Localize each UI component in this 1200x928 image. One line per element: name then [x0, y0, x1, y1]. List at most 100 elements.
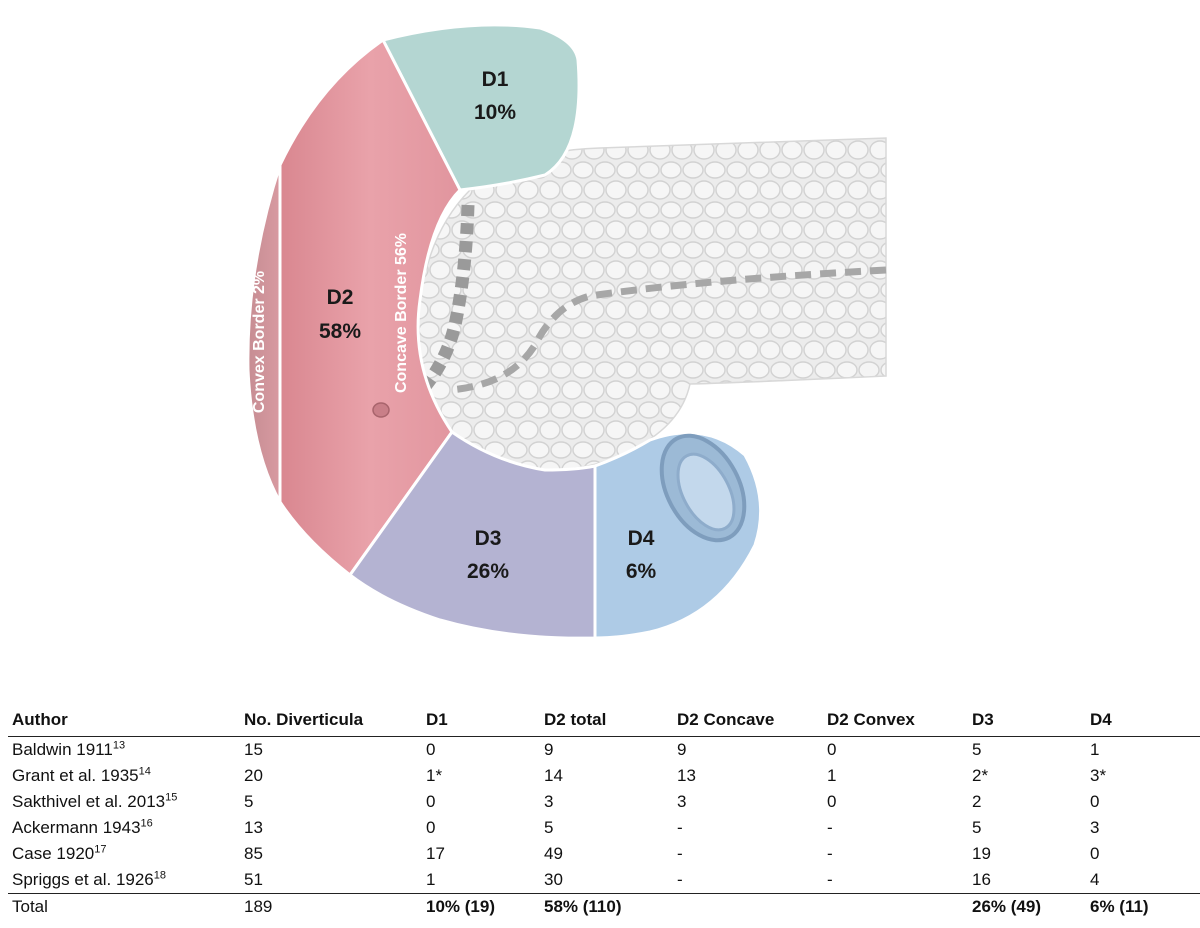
table-cell: 5	[972, 818, 982, 837]
table-cell: -	[677, 870, 683, 889]
table-cell: 20	[244, 766, 263, 785]
column-header: D4	[1086, 706, 1200, 737]
total-cell: 26% (49)	[968, 893, 1086, 920]
table-cell: 17	[426, 844, 445, 863]
table-cell: -	[827, 870, 833, 889]
author-cell: Case 192017	[8, 841, 240, 867]
table-cell: 1*	[426, 766, 443, 785]
table-cell: 0	[1090, 844, 1100, 863]
table-cell: 0	[827, 792, 837, 811]
total-cell: 189	[240, 893, 422, 920]
column-header: No. Diverticula	[240, 706, 422, 737]
table-cell: 3	[1090, 818, 1100, 837]
d2-percent-label: 58%	[319, 320, 361, 343]
table-cell: 85	[244, 844, 263, 863]
table-cell: 1	[827, 766, 837, 785]
table-cell: -	[827, 844, 833, 863]
reference-number: 13	[112, 739, 126, 752]
table-cell: 0	[426, 740, 436, 759]
author-name: Spriggs et al. 1926	[12, 870, 154, 889]
table-cell: 3*	[1090, 766, 1107, 785]
table-cell: 0	[426, 792, 436, 811]
column-header: D3	[968, 706, 1086, 737]
d2-convex-border	[246, 164, 282, 508]
author-name: Case 1920	[12, 844, 95, 863]
table-cell: 2	[972, 792, 982, 811]
column-header: Author	[8, 706, 240, 737]
table-cell: 51	[244, 870, 263, 889]
author-name: Baldwin 1911	[12, 740, 113, 759]
bile-duct	[417, 204, 475, 395]
table-cell: 14	[544, 766, 563, 785]
author-name: Grant et al. 1935	[12, 766, 139, 785]
table-cell: 3	[677, 792, 687, 811]
table-cell: 9	[544, 740, 554, 759]
duodenum-diagram: D1 10% D2 58% D3 26% D4 6% Convex Border…	[246, 23, 887, 640]
reference-number: 16	[140, 817, 153, 830]
column-header: D2 Concave	[673, 706, 823, 737]
total-cell: 10% (19)	[422, 893, 540, 920]
table-cell: 9	[677, 740, 687, 759]
reference-number: 17	[94, 843, 107, 856]
table-cell: 15	[244, 740, 263, 759]
table-cell: -	[677, 844, 683, 863]
d4-name-label: D4	[628, 527, 655, 550]
total-label: Total	[8, 893, 240, 920]
table-cell: 3	[544, 792, 554, 811]
table-cell: 30	[544, 870, 563, 889]
author-name: Sakthivel et al. 2013	[12, 792, 166, 811]
concave-border-label: Concave Border 56%	[393, 233, 410, 393]
table-cell: 1	[1090, 740, 1100, 759]
table-cell: 49	[544, 844, 563, 863]
table-cell: -	[827, 818, 833, 837]
d3-percent-label: 26%	[467, 560, 509, 583]
table-cell: 13	[677, 766, 696, 785]
d4-percent-label: 6%	[626, 560, 657, 583]
table-cell: 4	[1090, 870, 1100, 889]
table-cell: 0	[1090, 792, 1100, 811]
table-cell: 13	[244, 818, 263, 837]
reference-number: 14	[138, 765, 151, 778]
table-cell: 2*	[972, 766, 989, 785]
author-cell: Spriggs et al. 192618	[8, 867, 240, 894]
author-cell: Ackermann 194316	[8, 815, 240, 841]
author-name: Ackermann 1943	[12, 818, 141, 837]
d3-segment	[347, 429, 597, 640]
author-cell: Grant et al. 193514	[8, 763, 240, 789]
author-cell: Baldwin 191113	[8, 737, 240, 764]
table-cell: -	[677, 818, 683, 837]
total-cell: 6% (11)	[1086, 893, 1200, 920]
table-cell: 0	[426, 818, 436, 837]
table-cell: 1	[426, 870, 436, 889]
d3-name-label: D3	[475, 527, 502, 550]
convex-border-label: Convex Border 2%	[251, 271, 268, 413]
reference-number: 15	[165, 791, 178, 804]
total-cell: 58% (110)	[540, 893, 673, 920]
author-cell: Sakthivel et al. 201315	[8, 789, 240, 815]
reference-number: 18	[153, 869, 167, 882]
column-header: D2 total	[540, 706, 673, 737]
d1-name-label: D1	[482, 68, 509, 91]
d2-name-label: D2	[327, 286, 354, 309]
table-cell: 0	[827, 740, 837, 759]
total-cell	[673, 893, 823, 920]
d4-lumen	[676, 452, 736, 532]
papilla	[372, 402, 390, 418]
table-cell: 5	[544, 818, 554, 837]
column-header: D1	[422, 706, 540, 737]
d1-percent-label: 10%	[474, 101, 516, 124]
table-cell: 19	[972, 844, 991, 863]
total-cell	[823, 893, 968, 920]
table-cell: 16	[972, 870, 991, 889]
column-header: D2 Convex	[823, 706, 968, 737]
